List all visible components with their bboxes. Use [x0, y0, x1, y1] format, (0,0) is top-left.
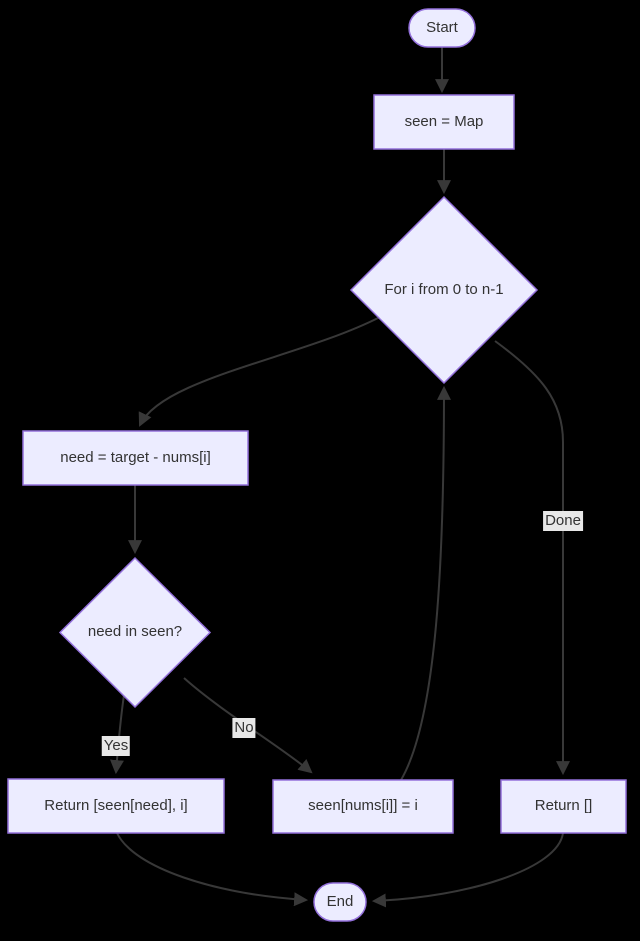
- return-pair-node-shape: [7, 778, 225, 834]
- edge-return-pair-to-end: [116, 832, 309, 907]
- loop-decision-shape: [349, 195, 539, 385]
- end-node-shape: [313, 882, 367, 922]
- edge-check-yes-to-return-pair: [110, 694, 125, 775]
- edge-return-empty-to-end: [371, 832, 564, 908]
- edge-check-no-to-store: [183, 677, 313, 774]
- edge-loop-to-need: [138, 316, 381, 427]
- init-node-shape: [373, 94, 515, 150]
- return-empty-node-shape: [500, 779, 627, 834]
- edge-loop-done-to-return-empty: [494, 340, 570, 776]
- check-decision-shape: [58, 556, 212, 709]
- edge-store-back-to-loop: [400, 385, 451, 781]
- start-node-shape: [408, 8, 476, 48]
- need-node-shape: [22, 430, 249, 486]
- store-node-shape: [272, 779, 454, 834]
